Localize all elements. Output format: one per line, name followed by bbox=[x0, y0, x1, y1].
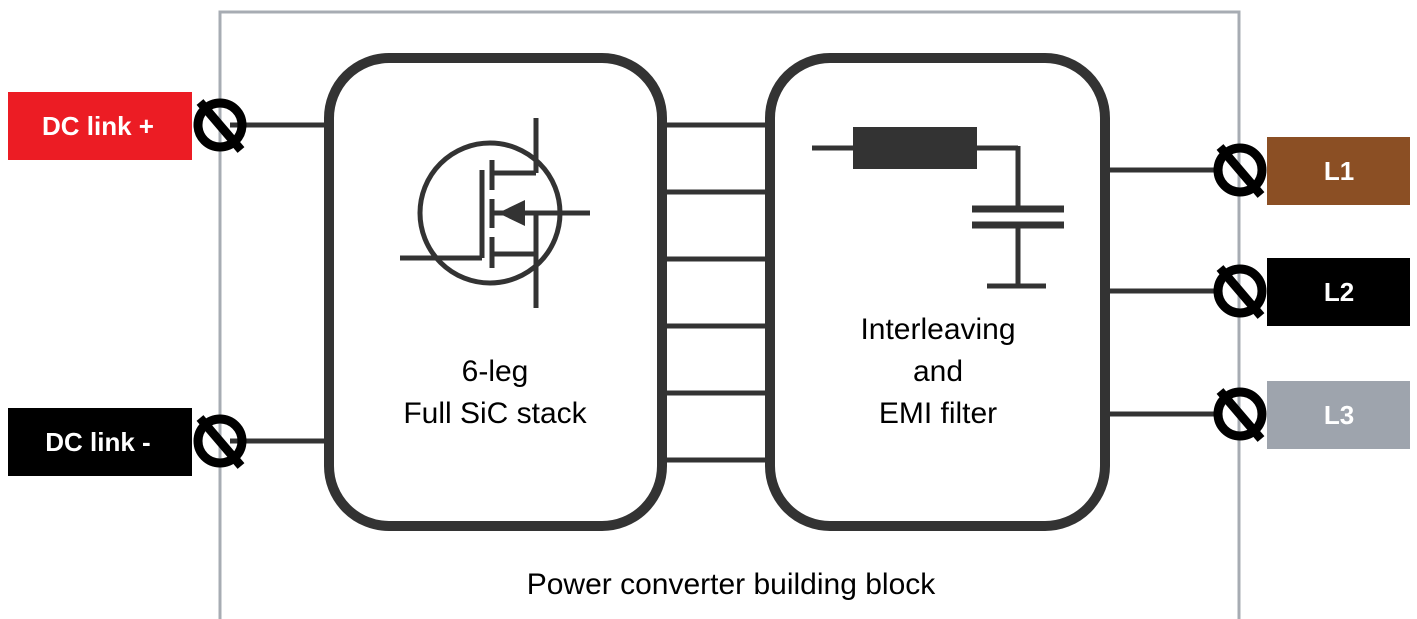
terminal-icon bbox=[1213, 387, 1267, 442]
emi-filter-label-line3: EMI filter bbox=[879, 397, 997, 430]
l1-label: L1 bbox=[1324, 156, 1354, 186]
output-wires bbox=[1105, 167, 1222, 417]
sic-stack-label-line2: Full SiC stack bbox=[403, 397, 587, 430]
mosfet-icon bbox=[400, 118, 590, 308]
dc-minus-label: DC link - bbox=[45, 427, 150, 457]
l1-terminal-group: L1 bbox=[1213, 137, 1410, 205]
dc-plus-label: DC link + bbox=[42, 111, 154, 141]
dc-plus-terminal-group: DC link + bbox=[8, 92, 247, 160]
dc-wires bbox=[230, 122, 330, 444]
enclosure-caption: Power converter building block bbox=[527, 568, 937, 601]
emi-filter-frame bbox=[765, 53, 1110, 531]
dc-plus-tag bbox=[8, 92, 192, 160]
l3-tag bbox=[1267, 381, 1410, 449]
terminal-icon bbox=[1213, 264, 1267, 319]
lc-filter-icon bbox=[812, 127, 1064, 289]
phase-bus-lines bbox=[662, 122, 770, 463]
terminal-icon bbox=[1213, 143, 1267, 198]
sic-stack-label-line1: 6-leg bbox=[462, 355, 529, 388]
l2-terminal-group: L2 bbox=[1213, 258, 1410, 326]
l3-label: L3 bbox=[1324, 400, 1354, 430]
dc-minus-terminal-group: DC link - bbox=[8, 408, 247, 476]
sic-stack-block: 6-leg Full SiC stack bbox=[324, 53, 667, 531]
terminal-icon bbox=[193, 414, 247, 469]
l1-tag bbox=[1267, 137, 1410, 205]
emi-filter-block: Interleaving and EMI filter bbox=[765, 53, 1110, 531]
l2-label: L2 bbox=[1324, 277, 1354, 307]
l3-terminal-group: L3 bbox=[1213, 381, 1410, 449]
sic-stack-frame bbox=[324, 53, 667, 531]
emi-filter-label-line2: and bbox=[913, 355, 963, 388]
dc-minus-tag bbox=[8, 408, 192, 476]
emi-filter-label-line1: Interleaving bbox=[860, 313, 1015, 346]
l2-tag bbox=[1267, 258, 1410, 326]
terminal-icon bbox=[193, 98, 247, 153]
